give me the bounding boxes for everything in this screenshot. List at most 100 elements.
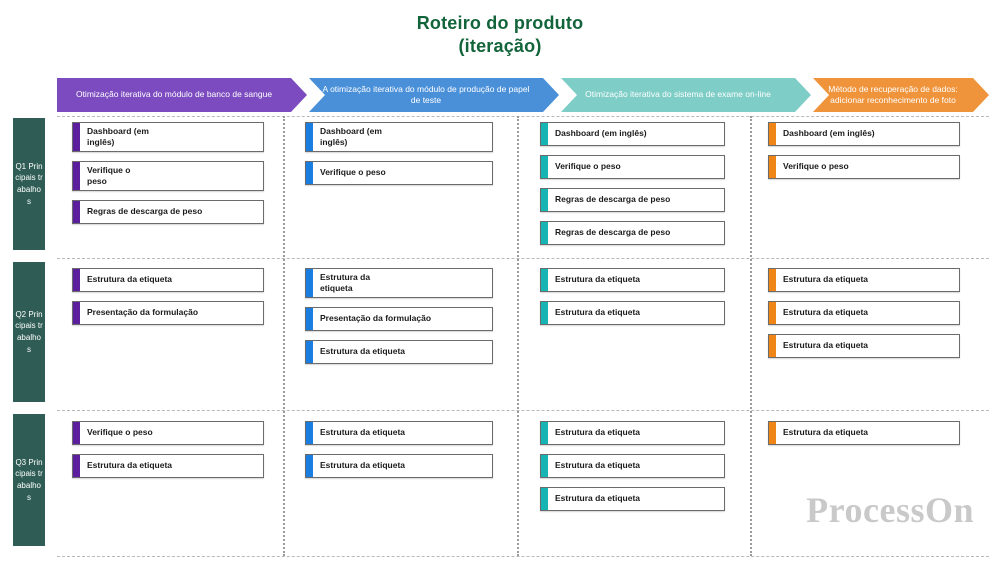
task-card[interactable]: Dashboard (em inglês): [305, 122, 493, 152]
task-card[interactable]: Estrutura da etiqueta: [305, 340, 493, 364]
task-card-accent-bar: [73, 302, 80, 324]
task-card-label: Dashboard (em inglês): [320, 125, 382, 147]
task-card[interactable]: Presentação da formulação: [72, 301, 264, 325]
task-card-accent-bar: [306, 308, 313, 330]
task-card-accent-bar: [541, 123, 548, 145]
task-card[interactable]: Verifique o peso: [72, 421, 264, 445]
task-card[interactable]: Estrutura da etiqueta: [768, 268, 960, 292]
task-card[interactable]: Estrutura da etiqueta: [72, 454, 264, 478]
column-header-4-label: Método de recuperação de dados: adiciona…: [828, 83, 958, 105]
task-card-accent-bar: [541, 222, 548, 244]
task-card[interactable]: Dashboard (em inglês): [540, 122, 725, 146]
row-label-q3[interactable]: Q3 Principais trabalhos: [13, 414, 45, 546]
cell-q3-col4: Estrutura da etiqueta: [768, 421, 960, 454]
task-card-label: Verifique o peso: [555, 161, 621, 172]
task-card-accent-bar: [73, 455, 80, 477]
task-card[interactable]: Regras de descarga de peso: [540, 188, 725, 212]
task-card-accent-bar: [541, 302, 548, 324]
task-card-label: Estrutura da etiqueta: [320, 427, 406, 438]
task-card-label: Verifique o peso: [320, 167, 386, 178]
column-header-1[interactable]: Otimização iterativa do módulo de banco …: [57, 78, 307, 112]
task-card-accent-bar: [73, 201, 80, 223]
column-header-1-label: Otimização iterativa do módulo de banco …: [75, 89, 273, 100]
task-card-accent-bar: [541, 422, 548, 444]
task-card-accent-bar: [306, 123, 313, 151]
task-card[interactable]: Estrutura da etiqueta: [72, 268, 264, 292]
cell-q1-col4: Dashboard (em inglês) Verifique o peso: [768, 122, 960, 188]
column-header-3-label: Otimização iterativa do sistema de exame…: [585, 89, 771, 100]
task-card[interactable]: Estrutura da etiqueta: [540, 487, 725, 511]
task-card-accent-bar: [73, 123, 80, 151]
row-divider-top: [57, 116, 989, 117]
row-label-q2[interactable]: Q2 Principais trabalhos: [13, 262, 45, 402]
task-card-label: Estrutura da etiqueta: [783, 307, 869, 318]
title-line-2: (iteração): [458, 36, 542, 57]
row-label-q1[interactable]: Q1 Principais trabalhos: [13, 118, 45, 250]
task-card[interactable]: Verifique o peso: [305, 161, 493, 185]
task-card-accent-bar: [541, 156, 548, 178]
task-card[interactable]: Verifique o peso: [540, 155, 725, 179]
task-card[interactable]: Verifique o peso: [768, 155, 960, 179]
row-divider-bottom: [57, 556, 989, 557]
task-card-accent-bar: [306, 455, 313, 477]
task-card[interactable]: Estrutura da etiqueta: [540, 268, 725, 292]
task-card[interactable]: Dashboard (em inglês): [72, 122, 264, 152]
processon-watermark: ProcessOn: [806, 490, 974, 530]
task-card[interactable]: Presentação da formulação: [305, 307, 493, 331]
task-card-accent-bar: [769, 335, 776, 357]
column-header-strip: Otimização iterativa do módulo de banco …: [57, 78, 989, 112]
task-card[interactable]: Estrutura da etiqueta: [768, 334, 960, 358]
task-card-accent-bar: [541, 488, 548, 510]
task-card-label: Regras de descarga de peso: [87, 206, 203, 217]
column-header-2[interactable]: A otimização iterativa do módulo de prod…: [309, 78, 559, 112]
task-card-label: Estrutura da etiqueta: [555, 493, 641, 504]
column-divider-3: [750, 116, 752, 556]
task-card-label: Estrutura da etiqueta: [783, 340, 869, 351]
task-card-label: Estrutura da etiqueta: [555, 427, 641, 438]
column-header-2-label: A otimização iterativa do módulo de prod…: [322, 83, 530, 105]
task-card-label: Estrutura da etiqueta: [320, 346, 406, 357]
task-card[interactable]: Estrutura da etiqueta: [540, 421, 725, 445]
task-card-accent-bar: [541, 455, 548, 477]
task-card-label: Estrutura da etiqueta: [320, 460, 406, 471]
cell-q1-col2: Dashboard (em inglês) Verifique o peso: [305, 122, 493, 194]
task-card-label: Regras de descarga de peso: [555, 194, 671, 205]
task-card[interactable]: Estrutura da etiqueta: [768, 301, 960, 325]
task-card[interactable]: Verifique o peso: [72, 161, 264, 191]
task-card[interactable]: Estrutura da etiqueta: [305, 268, 493, 298]
task-card-accent-bar: [769, 422, 776, 444]
task-card[interactable]: Estrutura da etiqueta: [540, 301, 725, 325]
column-divider-1: [283, 116, 285, 556]
task-card[interactable]: Regras de descarga de peso: [540, 221, 725, 245]
task-card[interactable]: Estrutura da etiqueta: [768, 421, 960, 445]
task-card-label: Estrutura da etiqueta: [555, 307, 641, 318]
task-card-label: Estrutura da etiqueta: [783, 274, 869, 285]
task-card-label: Verifique o peso: [783, 161, 849, 172]
task-card[interactable]: Estrutura da etiqueta: [305, 454, 493, 478]
title-line-1: Roteiro do produto: [416, 13, 584, 33]
task-card-accent-bar: [541, 269, 548, 291]
task-card-accent-bar: [73, 422, 80, 444]
column-header-3[interactable]: Otimização iterativa do sistema de exame…: [561, 78, 811, 112]
column-divider-2: [517, 116, 519, 556]
task-card-accent-bar: [769, 302, 776, 324]
task-card[interactable]: Estrutura da etiqueta: [540, 454, 725, 478]
task-card-accent-bar: [306, 422, 313, 444]
task-card[interactable]: Dashboard (em inglês): [768, 122, 960, 146]
task-card-label: Estrutura da etiqueta: [783, 427, 869, 438]
task-card-label: Estrutura da etiqueta: [555, 274, 641, 285]
task-card-label: Estrutura da etiqueta: [87, 274, 173, 285]
task-card[interactable]: Estrutura da etiqueta: [305, 421, 493, 445]
task-card-label: Presentação da formulação: [87, 307, 199, 318]
column-header-4[interactable]: Método de recuperação de dados: adiciona…: [813, 78, 989, 112]
task-card-label: Verifique o peso: [87, 427, 153, 438]
task-card[interactable]: Regras de descarga de peso: [72, 200, 264, 224]
